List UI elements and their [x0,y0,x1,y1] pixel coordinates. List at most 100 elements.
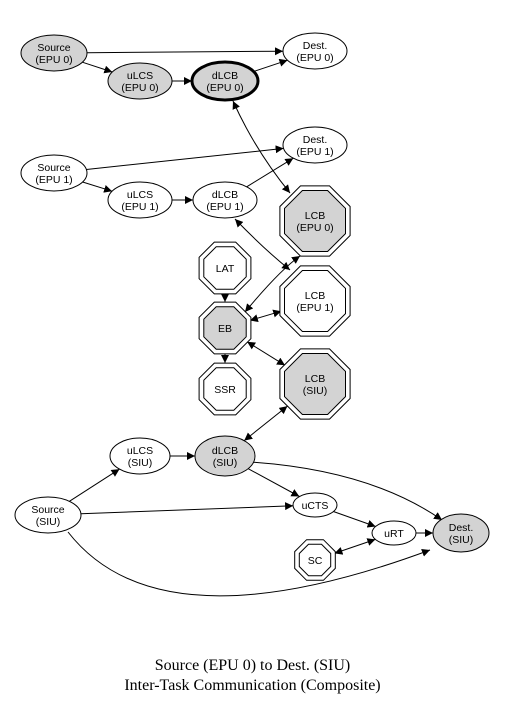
node-dest0: Dest.(EPU 0) [282,32,348,70]
node-label: dLCB [212,189,238,201]
node-label: (EPU 1) [206,201,243,213]
node-label: EB [218,323,232,335]
node-dlcbsiu: dLCB(SIU) [194,435,256,477]
node-label: uLCS [127,189,153,201]
node-label: SC [308,555,323,567]
node-shape [194,435,256,477]
edge-srcsiu-to-ulcssiu [69,468,120,502]
node-shape [14,496,82,534]
node-shape [298,543,332,577]
node-shape [432,513,490,553]
node-label: (SIU) [303,385,328,397]
node-label: dLCB [212,70,238,82]
node-lcbsiu: LCB(SIU) [279,348,351,420]
node-urt: uRT [371,520,417,546]
edge-dlcb1-to-dest1 [246,157,294,188]
node-dlcb1: dLCB(EPU 1) [192,181,258,219]
node-label: (EPU 1) [35,174,72,186]
node-lcb0: LCB(EPU 0) [279,185,351,257]
edge-srcsiu-to-destsiu [67,531,431,597]
node-shape [203,367,247,411]
node-ulcssiu: uLCS(SIU) [109,437,171,475]
node-shape [284,270,346,332]
node-label: (EPU 1) [296,302,333,314]
edge-src0-to-dest0 [86,47,284,56]
node-label: uLCS [127,70,153,82]
edge-dlcbsiu-to-lcbsiu [243,405,288,441]
node-dlcb0: dLCB(EPU 0) [190,60,260,102]
node-shape [284,190,346,252]
node-layer: Source(EPU 0)uLCS(EPU 0)dLCB(EPU 0)Dest.… [14,32,490,581]
node-label: (EPU 0) [296,222,333,234]
node-label: Dest. [303,134,328,146]
node-label: uRT [384,528,404,540]
node-sc: SC [294,539,336,581]
node-label: LAT [216,263,235,275]
node-label: SSR [214,384,236,396]
node-label: Dest. [449,522,474,534]
node-label: (SIU) [128,457,153,469]
node-ulcs0: uLCS(EPU 0) [107,62,173,100]
node-shape [282,32,348,70]
node-label: (EPU 0) [121,82,158,94]
node-label: (EPU 0) [35,54,72,66]
diagram-subtitle: Inter-Task Communication (Composite) [124,677,381,694]
edge-dlcbsiu-to-destsiu [249,461,443,521]
node-label: (SIU) [449,534,474,546]
node-shape [107,181,173,219]
edge-dlcb0-to-dest0 [253,58,288,72]
node-label: Dest. [303,40,328,52]
node-src0: Source(EPU 0) [20,34,88,72]
node-label: uCTS [302,500,329,512]
node-label: Source [31,504,64,516]
edge-src1-to-dest1 [86,145,284,170]
communication-graph: Source(EPU 0)uLCS(EPU 0)dLCB(EPU 0)Dest.… [14,32,490,597]
node-dest1: Dest.(EPU 1) [282,126,348,164]
node-srcsiu: Source(SIU) [14,496,82,534]
node-shape [190,60,260,102]
node-ssr: SSR [198,362,252,416]
node-shape [107,62,173,100]
edge-sc-to-urt [334,538,376,555]
node-label: (EPU 1) [121,201,158,213]
edge-srcsiu-to-ucts [80,502,294,515]
node-label: dLCB [212,445,238,457]
node-lcb1: LCB(EPU 1) [279,265,351,337]
node-shape [282,126,348,164]
node-shape [284,353,346,415]
node-shape [192,181,258,219]
node-label: LCB [305,290,325,302]
node-ucts: uCTS [292,492,338,518]
edge-dlcbsiu-to-ucts [247,468,300,497]
node-shape [371,520,417,546]
edge-dlcb0-to-lcb0 [232,100,291,194]
node-label: Source [37,162,70,174]
node-label: LCB [305,210,325,222]
edge-src1-to-ulcs1 [82,181,113,193]
node-shape [109,437,171,475]
node-ulcs1: uLCS(EPU 1) [107,181,173,219]
node-shape [203,246,247,290]
node-shape [20,34,88,72]
edge-eb-to-lcbsiu [246,341,286,366]
edge-src0-to-ulcs0 [82,61,113,74]
node-label: Source [37,42,70,54]
edge-eb-to-lcb1 [249,309,282,323]
node-label: LCB [305,373,325,385]
node-label: (SIU) [213,457,238,469]
node-destsiu: Dest.(SIU) [432,513,490,553]
node-label: (EPU 1) [296,146,333,158]
node-shape [203,306,247,350]
node-label: (SIU) [36,516,61,528]
diagram-title: Source (EPU 0) to Dest. (SIU) [154,657,351,674]
edge-ucts-to-urt [333,511,376,528]
node-shape [292,492,338,518]
node-label: uLCS [127,445,153,457]
node-shape [20,154,88,192]
node-eb: EB [198,301,252,355]
node-src1: Source(EPU 1) [20,154,88,192]
node-label: (EPU 0) [296,52,333,64]
edge-layer [67,47,443,597]
edge-eb-to-lcb0 [244,255,301,313]
node-label: (EPU 0) [206,82,243,94]
